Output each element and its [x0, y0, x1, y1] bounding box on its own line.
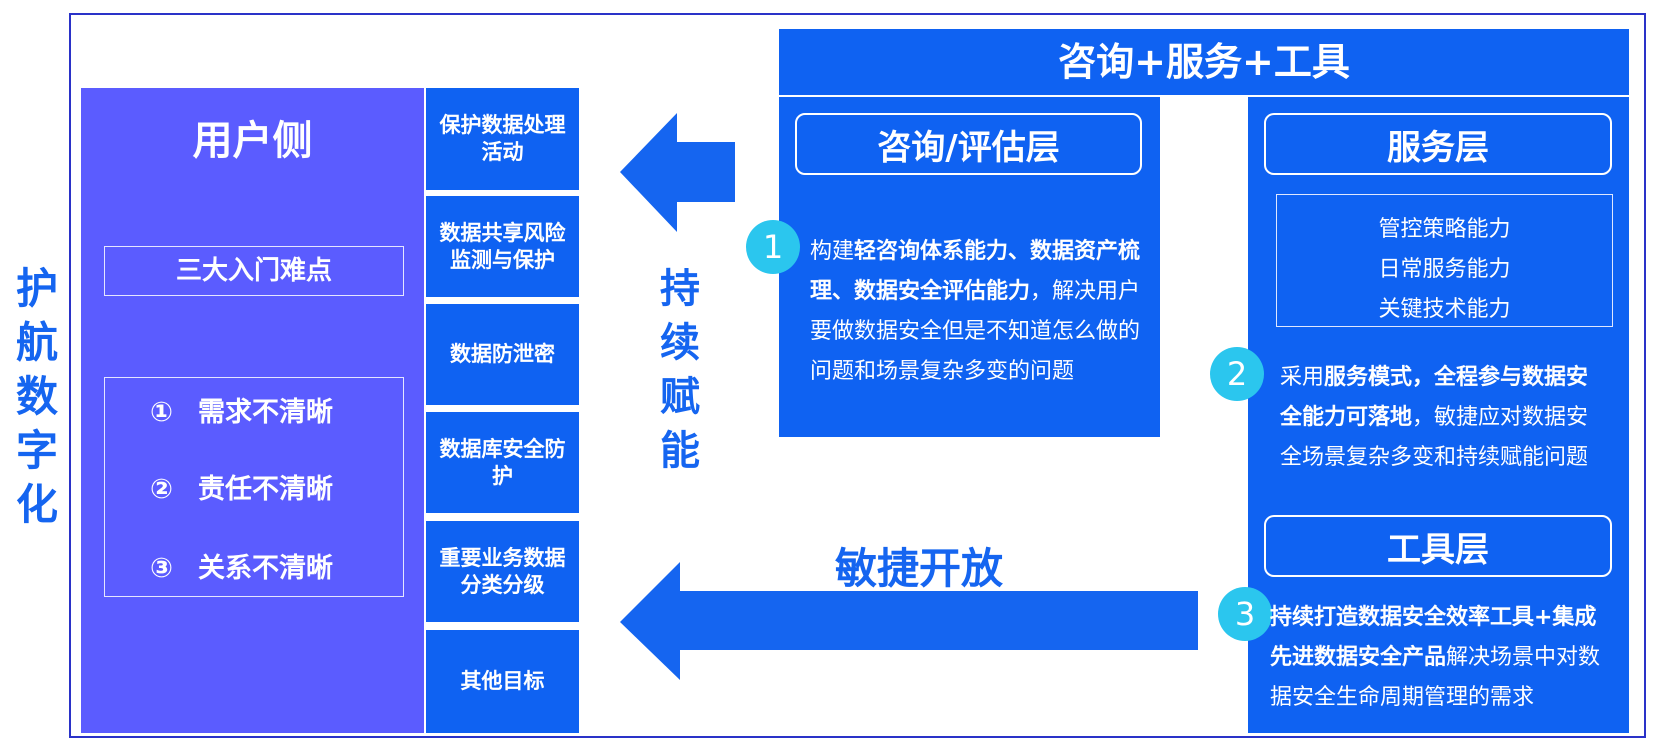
- step-number-badge: 2: [1210, 347, 1264, 401]
- consult-layer-description: 构建轻咨询体系能力、数据资产梳理、数据安全评估能力，解决用户要做数据安全但是不知…: [810, 232, 1150, 392]
- outer-frame: [69, 13, 1646, 738]
- description-text: ，解决用户要做数据安全但是不知道怎么做的问题和场景复杂多变的问题: [810, 279, 1141, 384]
- left-arrow-lower: [620, 562, 1198, 680]
- capability-item: 管控策略能力: [1378, 217, 1511, 242]
- service-layer-description: 采用服务模式，全程参与数据安全能力可落地，敏捷应对数据安全场景复杂多变和持续赋能…: [1280, 358, 1610, 478]
- continuous-label: 持 续 赋 能: [650, 262, 710, 478]
- target-item: 重要业务数据分类分级: [426, 521, 579, 622]
- continuous-label-char: 能: [660, 428, 700, 474]
- target-item: 保护数据处理活动: [426, 88, 579, 190]
- capability-box: 管控策略能力 日常服务能力 关键技术能力: [1276, 194, 1613, 327]
- description-bold: 持续打造数据安全效率工具+集成先进数据安全产品: [1270, 605, 1597, 670]
- pain-text: 关系不清晰: [198, 553, 333, 584]
- side-title-char: 数: [15, 372, 58, 421]
- target-item: 数据共享风险监测与保护: [426, 196, 579, 297]
- pain-item: ③ 关系不清晰: [150, 546, 333, 585]
- pain-list: ① 需求不清晰 ② 责任不清晰 ③ 关系不清晰: [104, 377, 404, 597]
- target-item: 其他目标: [426, 630, 579, 733]
- agile-label: 敏捷开放: [835, 544, 1004, 593]
- consult-layer-column: [779, 97, 1160, 437]
- pain-text: 责任不清晰: [198, 474, 333, 505]
- side-title: 护 航 数 字 化: [8, 262, 66, 532]
- pain-number: ②: [150, 474, 173, 505]
- user-side-panel: [81, 88, 424, 733]
- description-bold: 服务模式，全程参与数据安全能力可落地: [1280, 365, 1589, 430]
- capability-item: 关键技术能力: [1378, 297, 1511, 322]
- side-title-char: 化: [15, 480, 58, 529]
- target-item: 数据库安全防护: [426, 412, 579, 513]
- service-layer-title: 服务层: [1264, 113, 1612, 175]
- pain-item: ② 责任不清晰: [150, 467, 333, 506]
- continuous-label-char: 持: [660, 266, 700, 312]
- step-number-badge: 3: [1218, 587, 1272, 641]
- side-title-char: 字: [15, 426, 58, 475]
- description-text: 构建: [810, 239, 855, 264]
- description-bold: 轻咨询体系能力、数据资产梳理、数据安全评估能力: [810, 239, 1141, 304]
- pain-number: ③: [150, 553, 173, 584]
- tool-layer-description: 持续打造数据安全效率工具+集成先进数据安全产品解决场景中对数据安全生命周期管理的…: [1270, 598, 1615, 718]
- tool-layer-title: 工具层: [1264, 515, 1612, 577]
- side-title-char: 护: [15, 264, 58, 313]
- user-side-title: 用户侧: [192, 118, 313, 164]
- description-text: ，敏捷应对数据安全场景复杂多变和持续赋能问题: [1280, 405, 1589, 470]
- pain-item: ① 需求不清晰: [150, 390, 333, 429]
- side-title-char: 航: [15, 318, 58, 367]
- consult-layer-title: 咨询/评估层: [795, 113, 1142, 175]
- service-tool-column: [1248, 97, 1629, 733]
- description-text: 采用: [1280, 365, 1325, 390]
- pain-number: ①: [150, 397, 173, 428]
- continuous-label-char: 续: [660, 320, 700, 366]
- solution-banner: 咨询+服务+工具: [779, 29, 1629, 95]
- continuous-label-char: 赋: [660, 374, 700, 420]
- target-item: 数据防泄密: [426, 304, 579, 405]
- step-number-badge: 1: [746, 220, 800, 274]
- description-text: 解决场景中对数据安全生命周期管理的需求: [1270, 645, 1601, 710]
- pain-text: 需求不清晰: [198, 397, 333, 428]
- capability-item: 日常服务能力: [1378, 257, 1511, 282]
- pain-heading: 三大入门难点: [104, 246, 404, 296]
- left-arrow-upper: [620, 113, 735, 232]
